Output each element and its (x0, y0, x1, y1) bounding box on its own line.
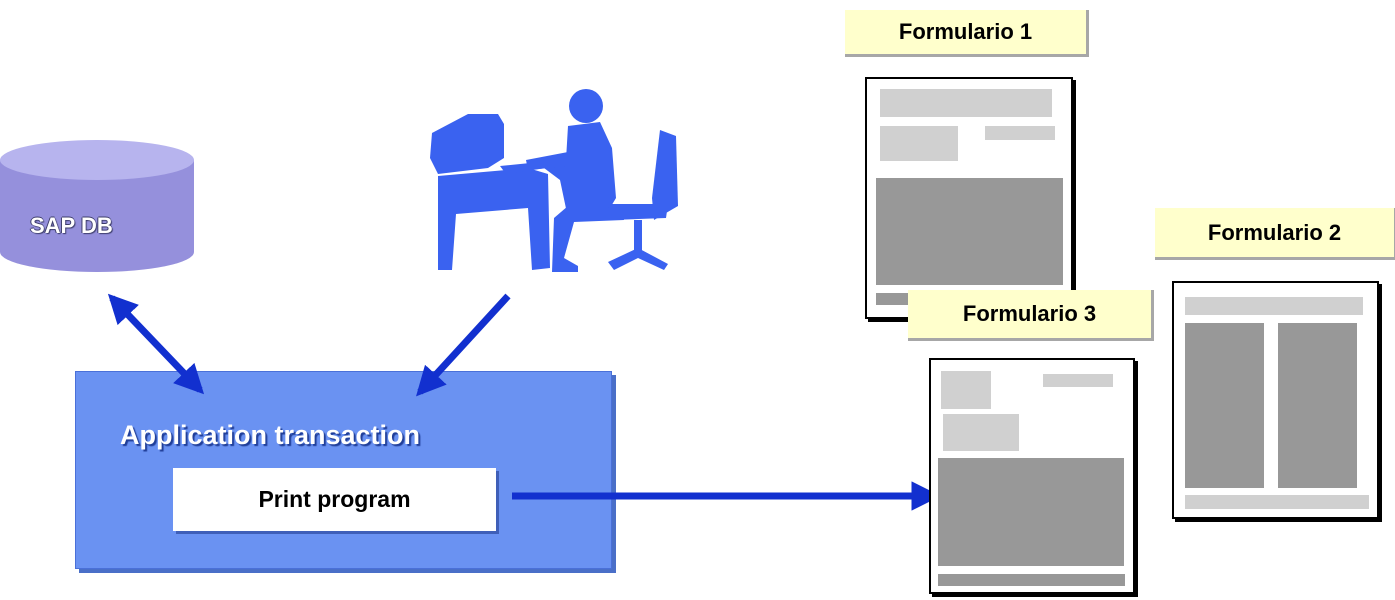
database-cylinder-icon (0, 140, 194, 272)
db-app-double-arrow (107, 293, 205, 395)
form-2-label: Formulario 2 (1155, 208, 1395, 260)
form-2-document (1172, 281, 1379, 519)
user-at-computer-icon (430, 89, 678, 272)
user-app-arrow (416, 293, 511, 397)
form-1-document (865, 77, 1073, 319)
database-label: SAP DB (30, 213, 113, 238)
print-program-box: Print program (173, 468, 496, 531)
form-3-document (929, 358, 1135, 594)
database: SAP DB (0, 140, 200, 275)
application-transaction-title: Application transaction (120, 420, 421, 450)
form-1-label: Formulario 1 (845, 10, 1089, 57)
print-program-label: Print program (258, 486, 411, 512)
application-transaction-box: Application transaction Print program (75, 371, 612, 569)
form-3-label: Formulario 3 (908, 290, 1154, 341)
